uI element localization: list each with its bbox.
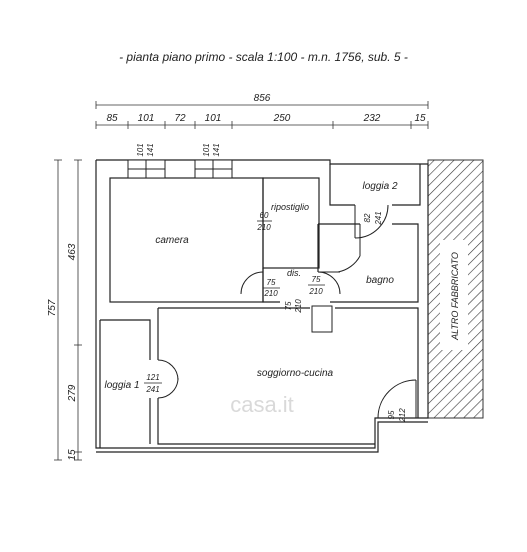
entrance-door-height: 212 — [398, 408, 407, 423]
dim-top-seg-5: 250 — [273, 113, 291, 124]
room-camera: camera — [155, 235, 189, 246]
dim-left-seg-2: 279 — [67, 384, 78, 402]
watermark: casa.it — [230, 392, 294, 417]
dim-top-seg-4: 101 — [205, 113, 222, 124]
window-1 — [127, 159, 166, 179]
log1-door-width: 121 — [146, 373, 159, 382]
dim-top-total: 856 — [254, 93, 271, 104]
rip-door-height: 210 — [256, 223, 271, 232]
room-bagno: bagno — [366, 275, 394, 286]
plan-caption: - pianta piano primo - scala 1:100 - m.n… — [119, 50, 408, 64]
altro-fabbricato-label: ALTRO FABBRICATO — [450, 252, 460, 341]
dis-door-3-height: 210 — [294, 299, 303, 314]
dis-door-1-height: 210 — [263, 289, 278, 298]
window-2-width: 101 — [202, 143, 211, 156]
window-2-height: 141 — [212, 143, 221, 156]
dis-door-3-width: 75 — [284, 301, 293, 310]
dim-left-seg-1: 463 — [67, 243, 78, 260]
log2-door-height: 241 — [374, 211, 383, 225]
window-1-width: 101 — [136, 143, 145, 156]
dim-top-seg-2: 101 — [138, 113, 155, 124]
window-1-height: 141 — [146, 143, 155, 156]
dim-top-seg-6: 232 — [363, 113, 381, 124]
dis-door-2-height: 210 — [308, 287, 323, 296]
duct — [311, 305, 333, 333]
log1-door-height: 241 — [145, 385, 159, 394]
dim-top-seg-3: 72 — [174, 113, 186, 124]
rip-door-width: 60 — [260, 211, 269, 220]
dim-top-seg-7: 15 — [414, 113, 426, 124]
left-dimensions — [54, 159, 82, 461]
top-dimensions — [95, 101, 429, 129]
dis-door-1-width: 75 — [267, 278, 276, 287]
window-2 — [194, 159, 233, 179]
dim-left-seg-3: 15 — [67, 449, 78, 461]
dis-door-2-width: 75 — [312, 275, 321, 284]
room-loggia-1: loggia 1 — [104, 380, 139, 391]
log2-door-width: 82 — [363, 213, 372, 222]
room-loggia-2: loggia 2 — [362, 181, 397, 192]
dim-left-total: 757 — [47, 299, 58, 316]
door-swings — [157, 204, 417, 419]
room-soggiorno-cucina: soggiorno-cucina — [257, 368, 334, 379]
room-dis: dis. — [287, 268, 301, 278]
dim-top-seg-1: 85 — [106, 113, 118, 124]
entrance-door-width: 95 — [387, 410, 396, 419]
room-ripostiglio: ripostiglio — [271, 202, 309, 212]
